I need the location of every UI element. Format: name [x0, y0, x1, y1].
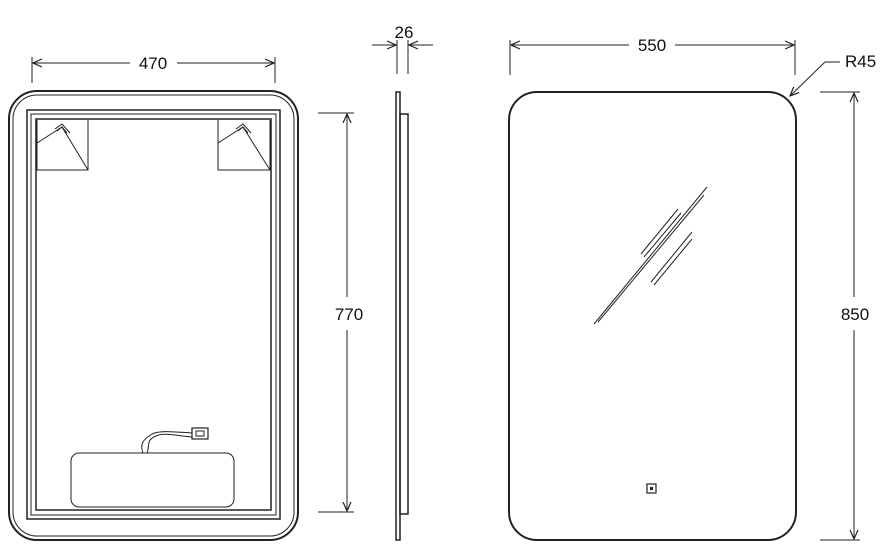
reflection-lines: [593, 186, 708, 325]
front-height-label: 850: [841, 305, 869, 324]
power-box: [70, 452, 235, 508]
dimension-front-height: 850: [820, 91, 869, 541]
back-inner-frame-2: [30, 113, 277, 516]
back-outer-frame: [8, 90, 299, 541]
corner-radius-label: R45: [845, 52, 876, 71]
dimension-back-width: 470: [31, 54, 276, 83]
front-mirror-outline: [508, 91, 797, 541]
touch-switch-icon: [646, 483, 657, 494]
back-outer-frame-inner-edge: [12, 94, 295, 537]
back-view: 470 770: [8, 54, 363, 541]
front-width-label: 550: [638, 36, 666, 55]
back-width-label: 470: [139, 54, 167, 73]
side-frame-depth: [399, 113, 409, 515]
right-mounting-bracket: [217, 120, 271, 171]
back-height-label: 770: [335, 305, 363, 324]
dimension-corner-radius: R45: [790, 52, 876, 96]
dimension-back-height: 770: [318, 112, 363, 513]
dimension-front-width: 550: [509, 36, 796, 75]
side-view: 26: [372, 23, 433, 541]
front-view: 550 R45 850: [508, 36, 876, 541]
back-inner-frame-3: [35, 118, 272, 511]
depth-label: 26: [395, 23, 414, 42]
left-mounting-bracket: [36, 120, 89, 171]
dimension-depth: 26: [372, 23, 433, 74]
back-inner-frame: [26, 109, 281, 520]
power-cable: [141, 427, 209, 454]
